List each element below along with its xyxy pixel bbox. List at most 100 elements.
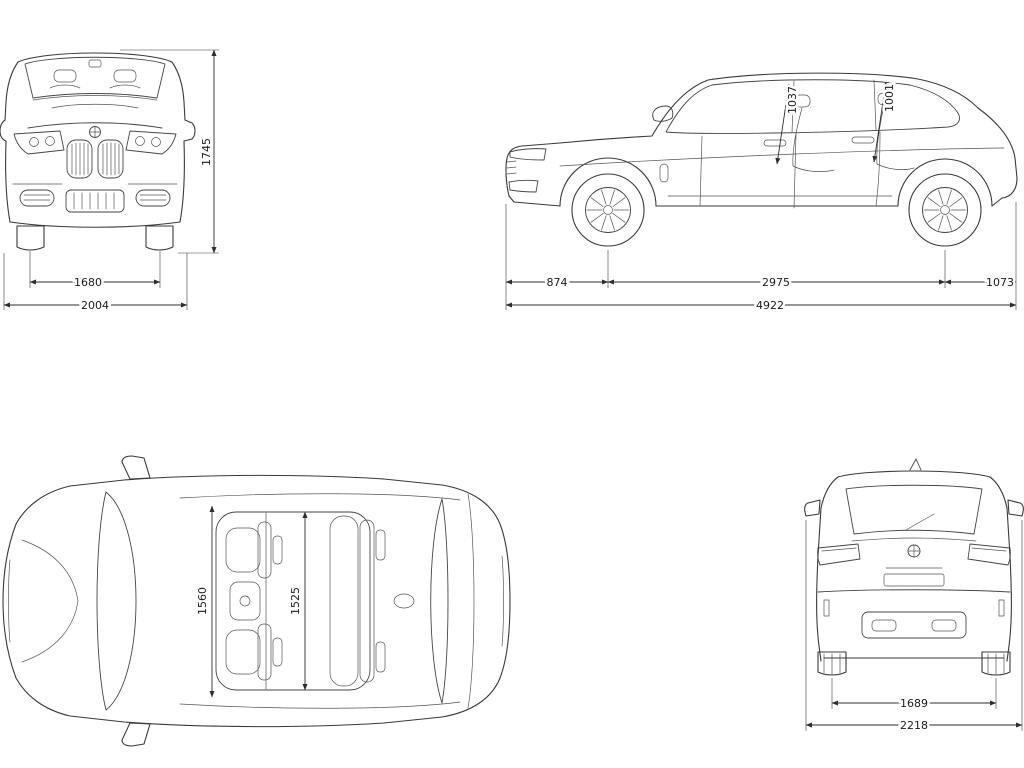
rear-wiper <box>905 513 935 531</box>
rear-mirror-right <box>1007 499 1024 517</box>
front-body-sides <box>5 140 185 223</box>
front-headlight-left <box>13 130 65 155</box>
rear-tire-right-tread <box>987 653 1005 676</box>
front-mirror-left <box>0 119 7 142</box>
rear-dim-track: 1689 <box>831 678 997 713</box>
top-body-outline <box>2 474 511 728</box>
rear-tire-left <box>817 651 847 676</box>
front-fog-intake-left <box>19 189 55 207</box>
side-glasshouse <box>665 79 960 134</box>
side-dim-front-headroom: 1037 <box>775 84 802 165</box>
front-fog-right-slats <box>139 194 167 201</box>
top-view-drawing: 1560 1525 <box>2 455 511 747</box>
front-grille-bars <box>71 142 120 176</box>
rear-roundel-cross <box>907 544 921 558</box>
top-sunroof <box>215 511 371 691</box>
rear-mirror-left <box>804 499 821 517</box>
top-dim-front-width: 1560 <box>194 505 215 698</box>
side-pillars <box>791 79 877 133</box>
top-tailgate-line <box>467 493 504 709</box>
top-roof-rails <box>179 493 461 709</box>
front-headrest-left <box>53 69 77 83</box>
side-door-handle-rear <box>851 136 875 144</box>
top-rear-window <box>430 498 449 704</box>
rear-taillight-right <box>967 543 1011 566</box>
rear-tire-right <box>981 651 1011 676</box>
rear-tire-left-tread <box>823 653 841 676</box>
top-mirror-upper <box>121 455 151 480</box>
side-mirror <box>652 105 674 122</box>
top-rear-width-label: 1525 <box>289 587 302 615</box>
side-rear-headroom-label: 1001 <box>883 84 896 112</box>
top-rear-bench <box>329 515 386 687</box>
top-mirror-lower <box>121 722 151 747</box>
front-mirror-right <box>183 119 196 142</box>
front-hood-crease <box>51 103 139 109</box>
side-front-seat <box>792 107 835 172</box>
front-dim-height: 1745 <box>120 49 219 254</box>
side-length-label: 4922 <box>756 299 784 312</box>
rear-taillight-right-line <box>971 547 1007 552</box>
front-cowl-line <box>32 95 158 101</box>
top-front-seat-right <box>225 623 283 681</box>
top-hood-lines <box>8 539 79 663</box>
rear-diffuser <box>861 611 967 639</box>
front-roof-outline <box>4 52 186 121</box>
front-headlight-left-ring-1 <box>29 137 39 147</box>
front-headlight-right-ring-1 <box>151 137 161 147</box>
rear-dim-width: 2218 <box>805 520 1023 735</box>
side-grille-slats <box>506 160 517 175</box>
side-bumper-intake <box>508 179 539 193</box>
front-tire-left <box>16 225 45 251</box>
side-front-wheel <box>571 173 645 247</box>
side-door-handle-front <box>763 139 787 147</box>
side-rear-arch <box>897 158 993 207</box>
rear-track-label: 1689 <box>900 697 928 710</box>
front-windshield <box>24 56 166 99</box>
top-front-seat-left <box>225 521 283 579</box>
front-width-label: 2004 <box>81 299 109 312</box>
side-dim-lines: 874 2975 1073 4922 <box>505 202 1017 315</box>
rear-tailgate-crease <box>851 537 977 542</box>
front-headrest-right <box>113 69 137 83</box>
side-dim-rear-headroom: 1001 <box>872 82 899 163</box>
front-kidney-grille-left <box>66 139 93 179</box>
front-lower-edge <box>9 221 181 228</box>
front-roundel-cross <box>89 126 101 138</box>
rear-taillight-left <box>817 543 861 566</box>
rear-roof <box>837 470 991 478</box>
front-height-label: 1745 <box>200 138 213 166</box>
front-fog-intake-right <box>135 189 171 207</box>
side-wheelbase-label: 2975 <box>762 276 790 289</box>
rear-license-recess <box>883 573 945 587</box>
side-character-line <box>559 147 1005 167</box>
top-center-console <box>229 581 261 621</box>
front-headlight-left-ring-2 <box>45 136 55 146</box>
rear-view-drawing: 1689 2218 <box>804 458 1024 735</box>
rear-bumper-top <box>817 589 1011 593</box>
front-kidney-grille-right <box>97 139 124 179</box>
top-dim-rear-width: 1525 <box>287 511 308 691</box>
side-headlight <box>509 148 547 161</box>
rear-reflector-left <box>823 599 830 617</box>
side-front-headrest <box>794 94 811 108</box>
front-dim-track: 1680 <box>29 251 161 292</box>
top-windshield <box>96 491 137 711</box>
rear-exhaust-left <box>871 619 897 632</box>
side-front-overhang-label: 874 <box>547 276 568 289</box>
side-rear-overhang-label: 1073 <box>986 276 1014 289</box>
side-door-seams <box>699 131 881 209</box>
front-hood-edge <box>27 122 163 129</box>
rear-antenna-fin <box>909 458 922 471</box>
front-headlight-right <box>125 130 177 155</box>
top-front-width-label: 1560 <box>196 587 209 615</box>
side-fender-vent <box>659 163 669 183</box>
top-boot-emblem <box>393 593 415 609</box>
front-rearview-mirror <box>88 59 102 68</box>
front-view-drawing: 1745 1680 2004 <box>0 49 219 315</box>
side-body-outline <box>505 72 1018 199</box>
front-tire-right <box>145 225 174 251</box>
side-lower-outline <box>508 195 1003 207</box>
